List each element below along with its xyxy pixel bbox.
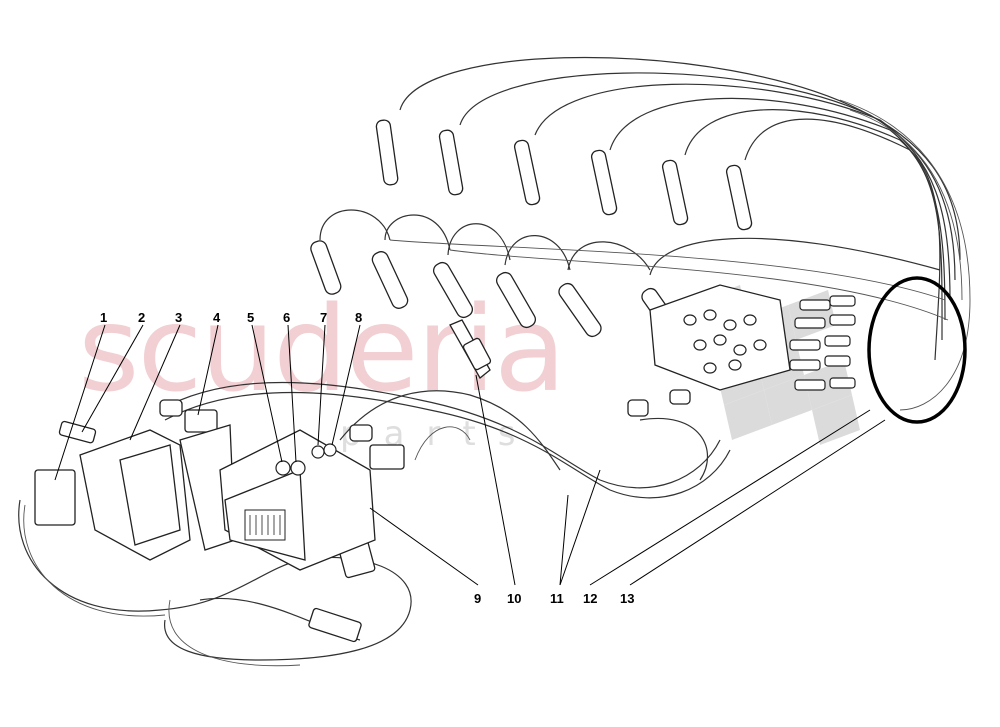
lower-ignition-leads (310, 209, 949, 343)
callout-4: 4 (213, 310, 221, 325)
upper-ignition-leads (375, 56, 971, 411)
spark-plug-boot-row-1 (375, 119, 753, 231)
callout-6: 6 (283, 310, 290, 325)
callout-5: 5 (247, 310, 254, 325)
callout-3: 3 (175, 310, 182, 325)
callout-9: 9 (474, 591, 481, 606)
callout-7: 7 (320, 310, 327, 325)
callout-1: 1 (100, 310, 107, 325)
leader-lines (54, 324, 886, 586)
callout-13: 13 (620, 591, 634, 606)
callout-10: 10 (507, 591, 521, 606)
callout-8: 8 (355, 310, 362, 325)
callout-11: 11 (550, 591, 564, 606)
control-unit-left (34, 420, 236, 561)
callout-2: 2 (138, 310, 145, 325)
spark-plug (449, 319, 492, 379)
callout-numbers: 1 2 3 4 5 6 7 8 9 10 11 12 13 (100, 310, 634, 606)
coil-pack-connectors (649, 284, 856, 391)
callout-12: 12 (583, 591, 597, 606)
detail-circle (867, 276, 967, 424)
control-unit-right (219, 429, 376, 571)
